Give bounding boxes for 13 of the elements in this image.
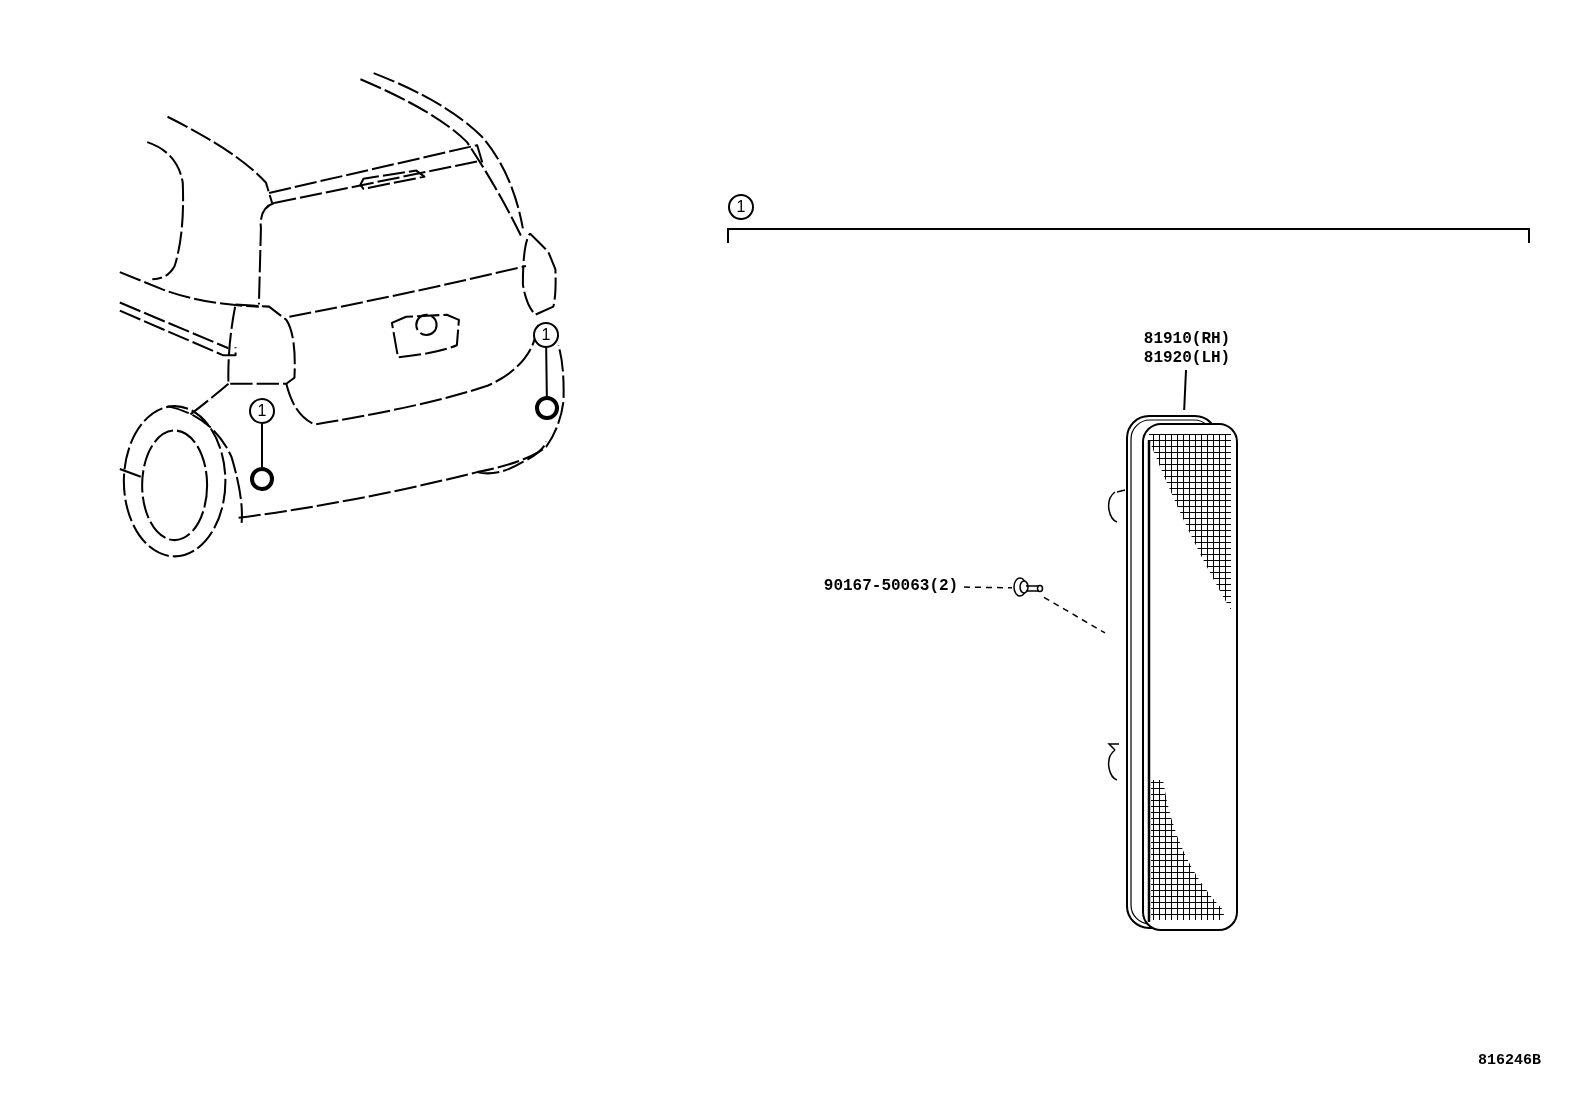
leader-line [261,423,263,468]
part-number: 90167-50063(2) [818,575,964,597]
callout-number: 1 [533,322,559,348]
callout-number: 1 [249,398,275,424]
part-number: 81910(RH) 81920(LH) [1132,328,1242,370]
leader-line [1043,596,1106,634]
drawing-number: 816246B [1478,1052,1541,1069]
leader-line [963,586,1013,589]
leader-line [545,347,548,397]
reflector-location-circle [250,467,274,491]
callout-number: 1 [728,194,754,220]
leader-line [1183,369,1187,411]
reflector-location-circle [535,396,559,420]
